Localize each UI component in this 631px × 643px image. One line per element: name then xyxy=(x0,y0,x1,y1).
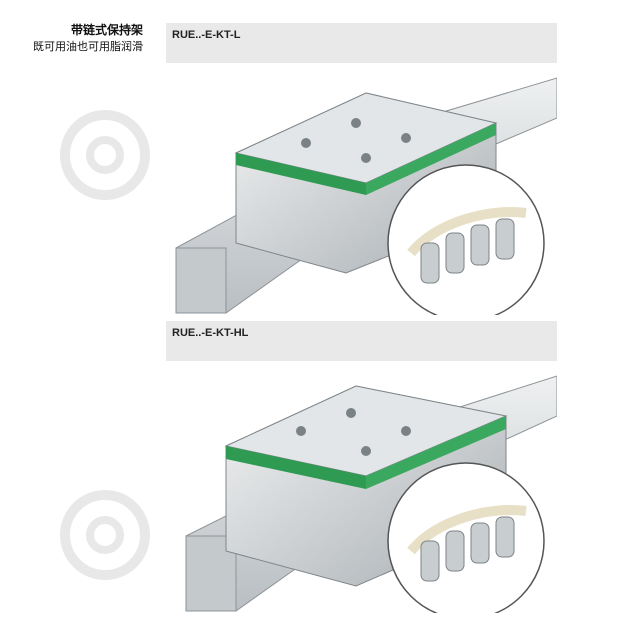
figure-panel-top: RUE..-E-KT-L xyxy=(166,23,557,315)
figure-panel-bottom: RUE..-E-KT-HL xyxy=(166,321,557,613)
figure-caption-bottom: RUE..-E-KT-HL xyxy=(172,327,249,339)
figure-caption-top: RUE..-E-KT-L xyxy=(172,29,241,41)
guide-carriage-illustration-top xyxy=(166,63,557,315)
section-heading: 带链式保持架 既可用油也可用脂润滑 xyxy=(0,22,143,55)
guide-carriage-illustration-bottom xyxy=(166,361,557,613)
section-title: 带链式保持架 xyxy=(70,23,143,37)
section-subtitle: 既可用油也可用脂润滑 xyxy=(33,40,143,53)
